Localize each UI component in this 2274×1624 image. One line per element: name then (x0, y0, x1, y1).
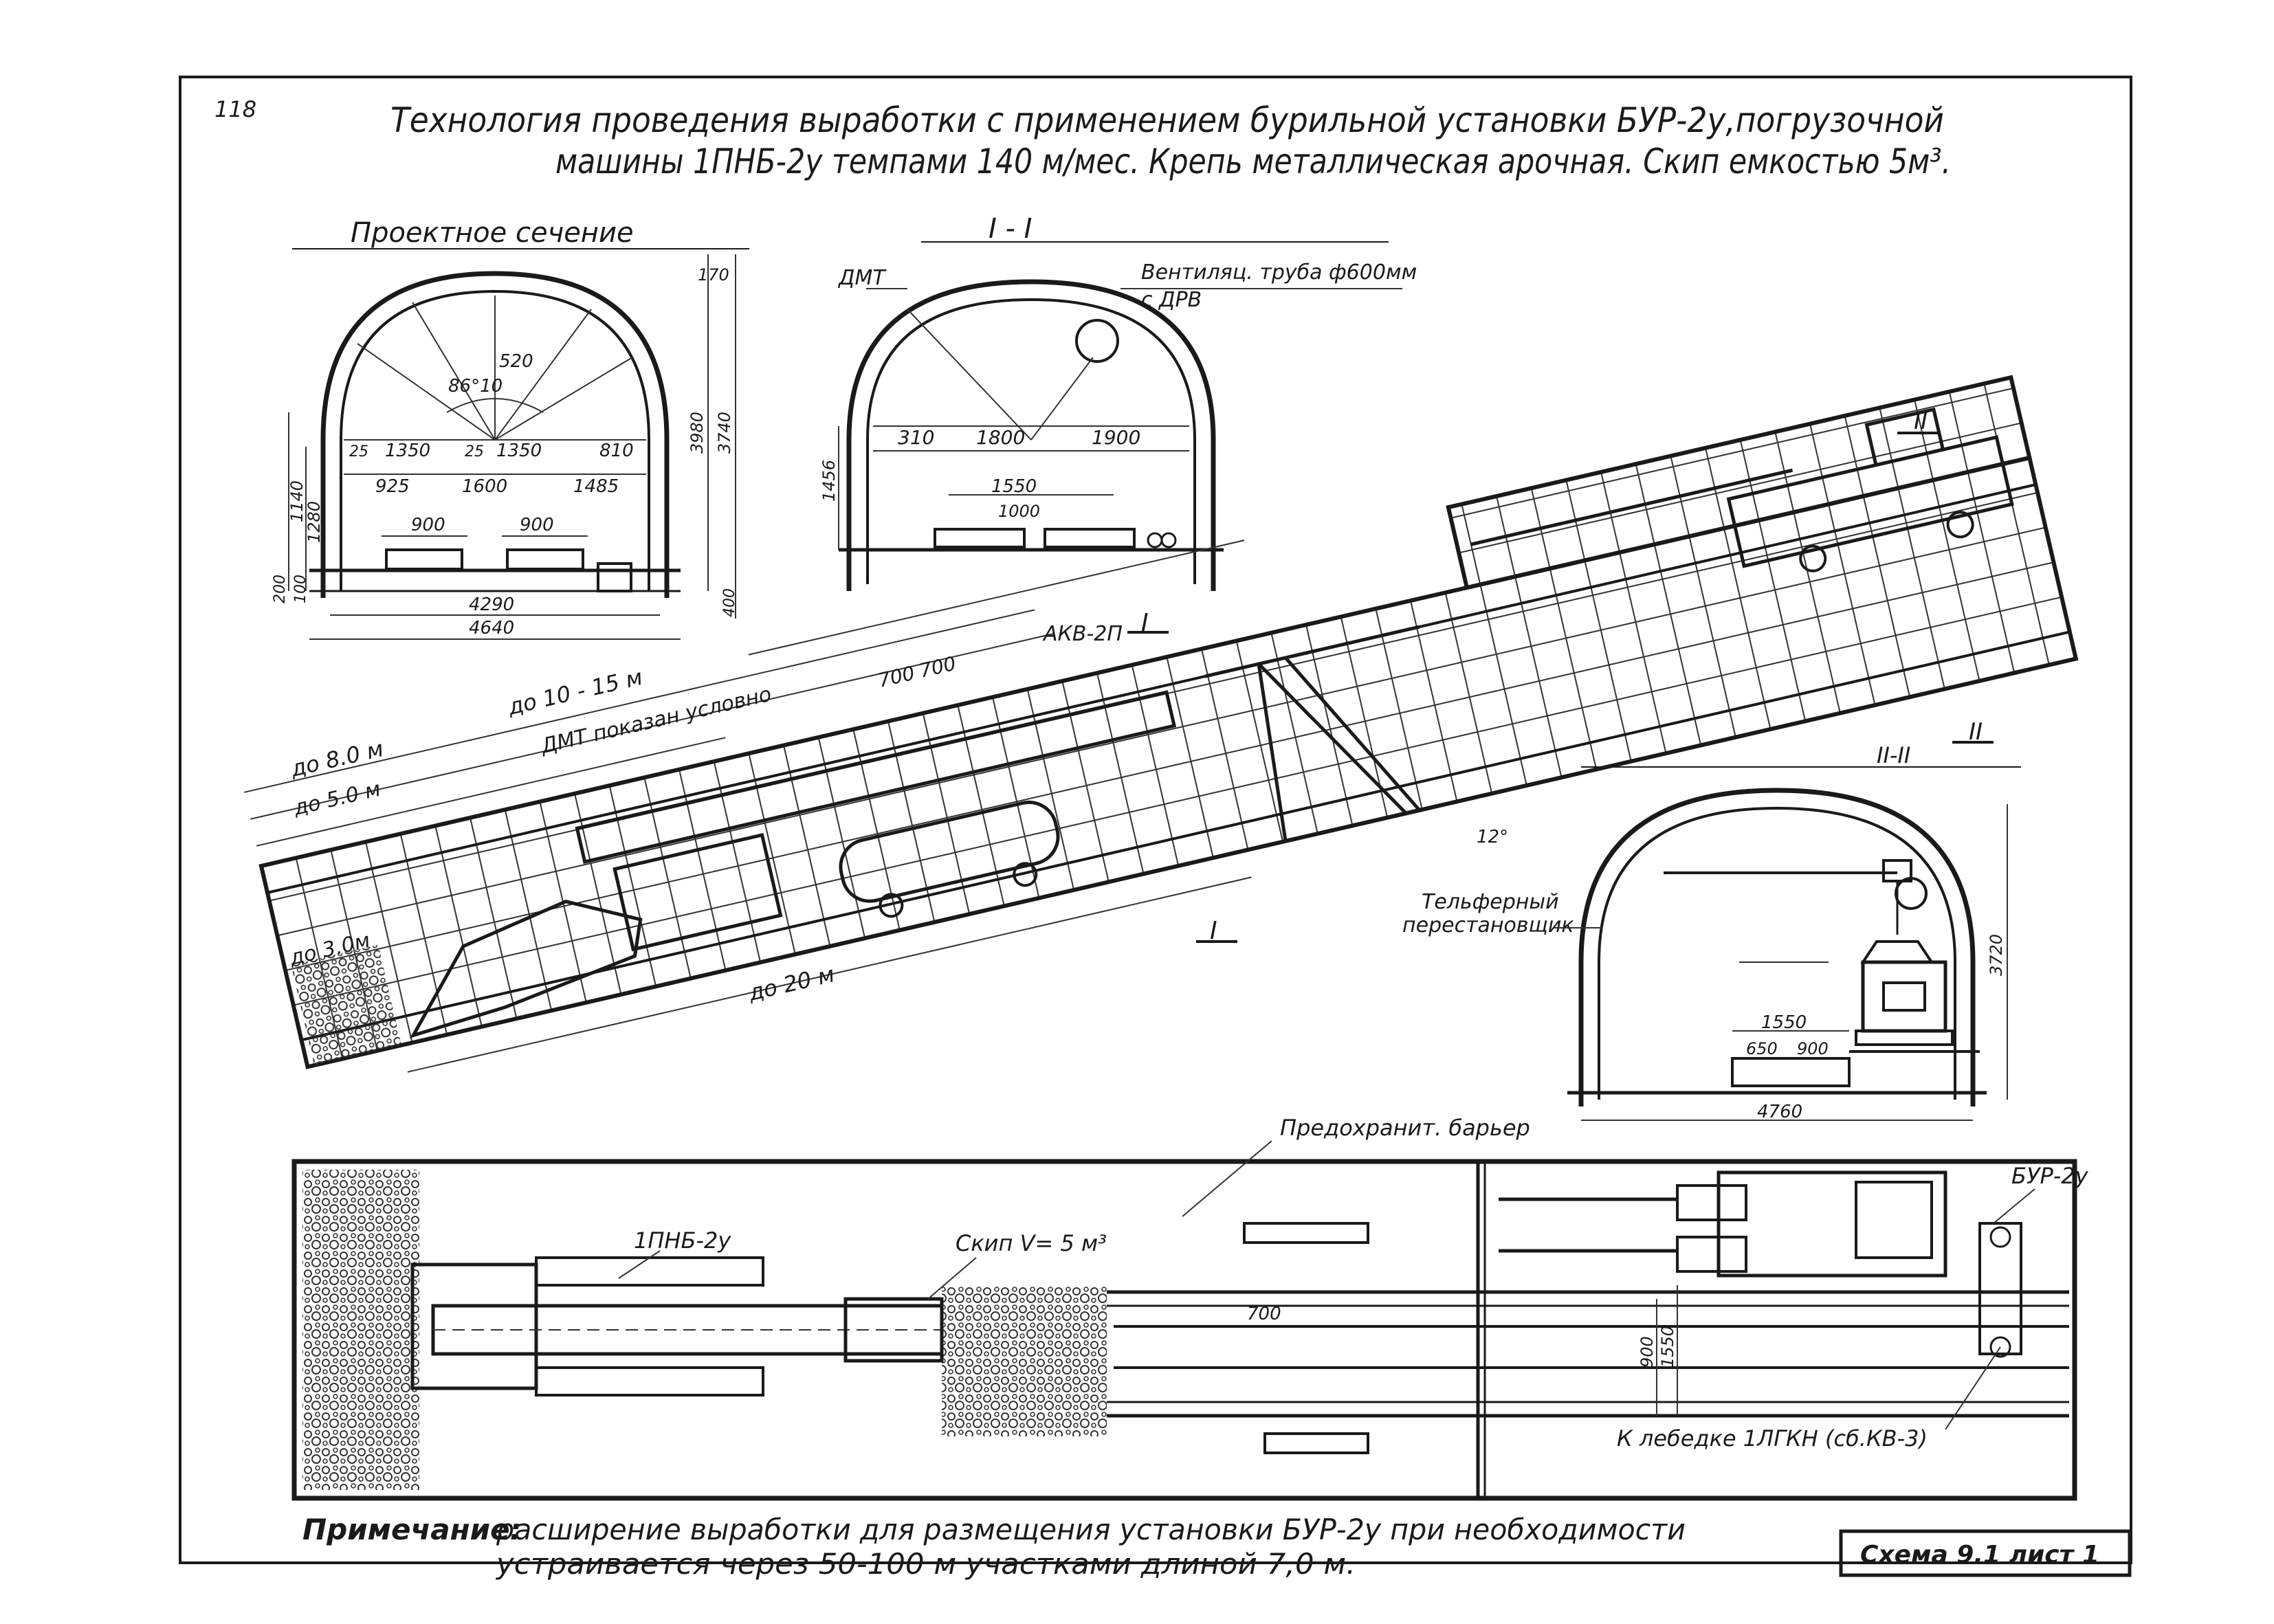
dim-ii-1550: 1550 (1761, 1012, 1807, 1033)
dim-4760: 4760 (1757, 1102, 1802, 1122)
dim-ii-650: 650 (1746, 1039, 1778, 1058)
note-line-2: устраивается через 50-100 м участками дл… (495, 1547, 1356, 1581)
vent-label-1: Вентиляц. труба ф600мм (1141, 260, 1417, 285)
section-2-diagram: II-II Тельферный перестановщик 3720 1550… (1402, 742, 2021, 1122)
section-1-label: I - I (989, 213, 1032, 245)
skip-label: Скип V= 5 м³ (956, 1230, 1107, 1256)
section-2-label: II-II (1877, 742, 1910, 768)
loader-longitudinal (409, 900, 643, 1038)
dim-s2: 25 (465, 443, 484, 460)
dim-base-400: 400 (721, 588, 738, 617)
design-arch-inner (340, 289, 650, 591)
stamp-box (1839, 1529, 2132, 1577)
dim-3740: 3740 (715, 412, 734, 454)
section-1-arch-outer (846, 279, 1216, 591)
barrier-bottom (1263, 1432, 1369, 1454)
dim-t1: 900 (411, 515, 445, 535)
dist-20: до 20 м (745, 961, 837, 1006)
dim-1800: 1800 (976, 426, 1025, 449)
plan-rock-face (302, 1170, 419, 1490)
longitudinal-section: АКВ-2П I I II II до 10 - 15 м ДМТ показа… (244, 375, 2079, 1073)
dim-top-170: 170 (698, 265, 729, 285)
dim-1456: 1456 (819, 460, 839, 502)
plan-dim-900: 900 (1637, 1336, 1657, 1368)
title-line-1: Технология проведения выработки с примен… (390, 100, 1944, 140)
section-1-arch-inner (866, 298, 1196, 584)
cut-ii-bottom: II (1969, 718, 1983, 746)
spacing-700-a: 700 (876, 662, 917, 692)
plan-dim-700: 700 (1247, 1304, 1281, 1324)
plan-dim-1550: 1550 (1658, 1326, 1677, 1368)
longitudinal-tunnel-body (258, 455, 2079, 1069)
dim-1900: 1900 (1092, 426, 1140, 449)
dim-1000: 1000 (998, 502, 1040, 521)
dim-3720: 3720 (1987, 934, 2006, 976)
telfer-label-2: перестановщик (1402, 913, 1574, 937)
design-arch-outer (320, 271, 670, 598)
section-1-diagram: I - I ДМТ Вентиляц. труба ф600мм с ДРВ 3… (819, 213, 1417, 591)
note-label: Примечание: (302, 1513, 521, 1546)
dim-4640: 4640 (469, 618, 514, 638)
dim-a2: 1350 (496, 441, 542, 461)
design-section-diagram: Проектное сечение 170 3980 3740 86 (272, 217, 749, 640)
vent-pipe (1075, 319, 1119, 363)
skip-longitudinal (839, 800, 1060, 903)
cut-ii-top: II (1914, 408, 1928, 435)
vent-label-2: с ДРВ (1141, 288, 1202, 312)
note-line-1: расширение выработки для размещения уста… (496, 1513, 1686, 1546)
drill-rig-cross-section (1861, 960, 1947, 1033)
cut-i-top: I (1141, 609, 1149, 637)
dim-s1: 25 (349, 443, 368, 460)
barrier-label: Предохранит. барьер (1280, 1115, 1530, 1141)
dim-b3: 1485 (573, 476, 619, 497)
cut-i-bottom: I (1210, 917, 1217, 945)
dim-t2: 900 (520, 515, 554, 535)
dim-a1: 1350 (385, 441, 430, 461)
dist-8: до 8.0 м (287, 735, 386, 782)
stamp-text: Схема 9.1 лист 1 (1860, 1541, 2099, 1569)
dim-angle: 86°10 (448, 376, 503, 397)
dim-1280: 1280 (305, 501, 324, 543)
drill-label: БУР-2у (2011, 1163, 2089, 1189)
skip-plan (843, 1297, 944, 1363)
design-section-label: Проектное сечение (351, 217, 634, 249)
section-2-arch-inner (1598, 806, 1956, 1100)
dim-1550: 1550 (991, 476, 1037, 497)
plan-view: Предохранит. барьер 1ПНБ-2у Скип V= 5 м³… (291, 1115, 2089, 1501)
dim-3980: 3980 (687, 412, 707, 454)
loader-plan (410, 1263, 538, 1390)
dim-520: 520 (499, 351, 533, 372)
dim-a3: 810 (599, 441, 634, 461)
rock-face (291, 944, 401, 1066)
title-line-2: машины 1ПНБ-2у темпами 140 м/мес. Крепь … (555, 142, 1951, 181)
dim-1140: 1140 (287, 480, 307, 522)
winch-label: К лебедке 1ЛГКН (сб.КВ-3) (1617, 1425, 1928, 1451)
spacing-700-b: 700 (917, 652, 958, 682)
akv-label: АКВ-2П (1042, 622, 1123, 646)
angle-12: 12° (1477, 827, 1508, 847)
dim-4290: 4290 (469, 594, 514, 615)
section-2-arch-outer (1578, 788, 1976, 1106)
dim-b2: 1600 (462, 476, 507, 497)
dim-310: 310 (898, 426, 934, 449)
dist-5: до 5.0 м (291, 777, 383, 821)
dmt-label: ДМТ (837, 266, 887, 290)
page-number: 118 (214, 96, 256, 122)
drill-rig-plan (1716, 1170, 1947, 1278)
telfer-label-1: Тельферный (1422, 890, 1559, 914)
dim-ii-900: 900 (1797, 1039, 1829, 1058)
plan-frame (291, 1159, 2077, 1501)
dim-b1: 925 (375, 476, 410, 497)
barrier-top (1243, 1222, 1369, 1244)
loader-label: 1ПНБ-2у (634, 1227, 731, 1254)
sheet-frame (179, 76, 2132, 1564)
dist-10-15: до 10 - 15 м (505, 664, 645, 720)
dim-base-100: 100 (292, 575, 309, 603)
dim-base-200: 200 (272, 575, 289, 603)
